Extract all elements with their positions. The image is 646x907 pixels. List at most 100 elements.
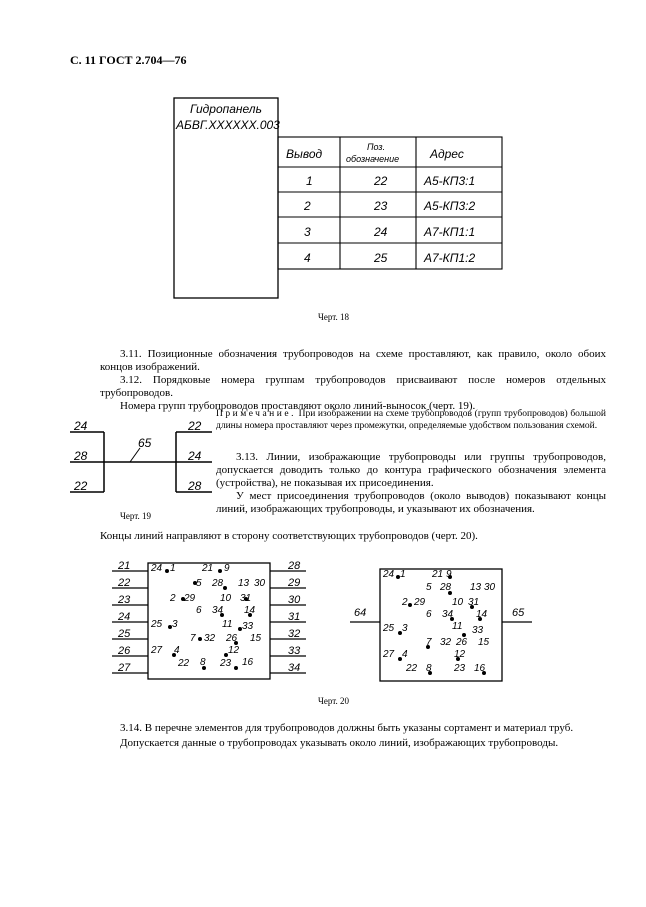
text-block-4: 3.14. В перечне элементов для трубопрово… [100, 722, 606, 750]
th-adres: Адрес [429, 147, 464, 161]
svg-text:31: 31 [468, 597, 479, 608]
svg-text:30: 30 [254, 578, 266, 589]
svg-text:5: 5 [426, 582, 432, 593]
svg-text:6: 6 [196, 605, 202, 616]
svg-text:15: 15 [250, 633, 262, 644]
paragraph-3-13b: У мест присоединения трубопроводов (окол… [216, 490, 606, 515]
svg-text:13: 13 [470, 582, 482, 593]
paragraph-3-12b: Номера групп трубопроводов проставляют о… [120, 400, 476, 412]
cell: 23 [373, 199, 388, 213]
svg-text:8: 8 [200, 657, 206, 668]
page-header: С. 11 ГОСТ 2.704—76 [70, 53, 187, 67]
f20-right: 30 [288, 594, 301, 606]
svg-text:33: 33 [242, 621, 254, 632]
connections-table [277, 136, 503, 270]
f19-left-label: 28 [73, 449, 88, 463]
th-poz: Поз. [367, 142, 385, 152]
note-head: Примечание. [216, 409, 296, 419]
svg-text:32: 32 [440, 637, 452, 648]
figure-19: 24 28 22 22 24 28 65 [70, 419, 212, 493]
f20-right: 28 [287, 560, 301, 572]
svg-text:6: 6 [426, 609, 432, 620]
svg-text:28: 28 [211, 578, 224, 589]
f20-right: 34 [288, 662, 300, 674]
svg-text:27: 27 [150, 645, 163, 656]
fig19-caption: Черт. 19 [120, 511, 151, 521]
cell: А5-КП3:1 [423, 174, 475, 188]
svg-text:3: 3 [402, 623, 408, 634]
cell: 22 [373, 174, 388, 188]
svg-text:10: 10 [220, 593, 232, 604]
f20-right: 32 [288, 628, 300, 640]
svg-text:29: 29 [183, 593, 196, 604]
svg-text:23: 23 [453, 663, 466, 674]
svg-text:5: 5 [196, 578, 202, 589]
svg-text:26: 26 [225, 633, 238, 644]
figure-20: 21 22 23 24 25 26 27 28 29 30 31 32 33 3… [112, 560, 532, 682]
cell: 1 [306, 174, 313, 188]
f19-left-label: 22 [73, 479, 88, 493]
paragraph-3-11: 3.11. Позиционные обозначения трубопрово… [100, 348, 606, 373]
f20-right: 31 [288, 611, 300, 623]
svg-text:23: 23 [219, 658, 232, 669]
f19-left-label: 24 [73, 419, 88, 433]
svg-text:22: 22 [177, 658, 190, 669]
paragraph-3-13: 3.13. Линии, изображающие трубопроводы и… [216, 451, 606, 489]
svg-text:15: 15 [478, 637, 490, 648]
text-block-3: Концы линий направляют в сторону соответ… [100, 530, 606, 543]
svg-text:21: 21 [431, 569, 443, 580]
paragraph-3-14: 3.14. В перечне элементов для трубопрово… [120, 722, 574, 734]
f19-right-label: 28 [187, 479, 202, 493]
th-oboznachenie: обозначение [346, 154, 399, 164]
f19-right-label: 24 [187, 449, 202, 463]
svg-text:1: 1 [400, 569, 406, 580]
svg-text:24: 24 [150, 563, 163, 574]
text-block-2: 3.13. Линии, изображающие трубопроводы и… [216, 451, 606, 516]
svg-text:27: 27 [382, 649, 395, 660]
svg-text:22: 22 [405, 663, 418, 674]
svg-text:3: 3 [172, 619, 178, 630]
f19-right-label: 22 [187, 419, 202, 433]
svg-text:7: 7 [190, 633, 196, 644]
svg-text:14: 14 [244, 605, 256, 616]
cell: А5-КП3:2 [423, 199, 475, 213]
f20-group-right: 65 [512, 607, 525, 619]
panel-title-1: Гидропанель [190, 102, 262, 116]
svg-text:12: 12 [454, 649, 466, 660]
svg-text:30: 30 [484, 582, 496, 593]
svg-text:32: 32 [204, 633, 216, 644]
figure-18: Гидропанель АБВГ.XXXXXX.003 Вывод Поз. о… [173, 97, 503, 299]
svg-text:13: 13 [238, 578, 250, 589]
svg-text:25: 25 [382, 623, 395, 634]
f20-left: 22 [117, 577, 130, 589]
fig20-caption: Черт. 20 [318, 696, 349, 706]
svg-text:28: 28 [439, 582, 452, 593]
svg-text:25: 25 [150, 619, 163, 630]
svg-text:8: 8 [426, 663, 432, 674]
f20-left: 24 [117, 611, 130, 623]
panel-title-2: АБВГ.XXXXXX.003 [175, 118, 280, 132]
svg-text:2: 2 [169, 593, 176, 604]
svg-text:16: 16 [242, 657, 254, 668]
svg-text:24: 24 [382, 569, 395, 580]
paragraph-3-14b: Допускается данные о трубопроводах указы… [120, 737, 559, 749]
svg-text:9: 9 [446, 569, 452, 580]
f20-left: 27 [117, 662, 131, 674]
f20-left: 25 [117, 628, 131, 640]
svg-text:2: 2 [401, 597, 408, 608]
svg-text:34: 34 [442, 609, 454, 620]
cell: 25 [373, 251, 388, 265]
svg-text:34: 34 [212, 605, 224, 616]
cell: А7-КП1:2 [423, 251, 475, 265]
svg-text:1: 1 [170, 563, 176, 574]
svg-text:16: 16 [474, 663, 486, 674]
f20-left: 21 [117, 560, 130, 572]
cell: 2 [303, 199, 311, 213]
svg-text:12: 12 [228, 645, 240, 656]
f20-left: 23 [117, 594, 131, 606]
svg-text:4: 4 [174, 645, 180, 656]
cell: А7-КП1:1 [423, 225, 475, 239]
svg-text:14: 14 [476, 609, 488, 620]
cell: 4 [304, 251, 311, 265]
svg-text:10: 10 [452, 597, 464, 608]
